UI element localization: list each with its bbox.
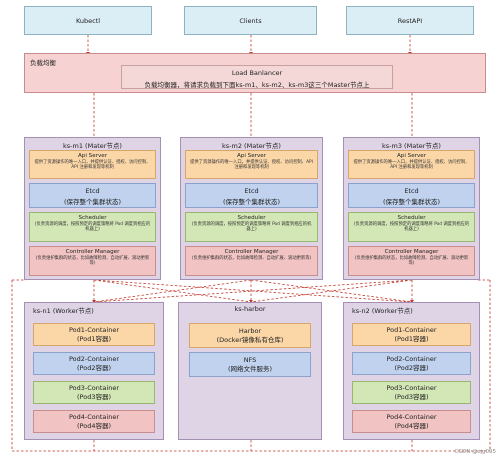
api-server-name: Api Server (236, 153, 267, 159)
pod-container-box: Pod3-Container (Pod3容器) (33, 381, 155, 404)
harbor-name: Harbor (238, 327, 262, 335)
pod-name: Pod1-Container (386, 326, 437, 334)
master-node-ks-m3: ks-m3 (Mater节点) Api Server 提供了资源操作的唯一入口，… (343, 137, 480, 280)
pod-container-box: Pod3-Container (Pod3容器) (352, 381, 471, 404)
pod-sub: (Pod4容器) (77, 422, 111, 430)
pod-sub: (Pod2容器) (77, 364, 111, 372)
pod-container-box: Pod1-Container (Pod1容器) (33, 323, 155, 346)
etcd-name: Etcd (244, 187, 259, 195)
master-node-ks-m1: ks-m1 (Mater节点) Api Server 提供了资源操作的唯一入口，… (24, 137, 161, 280)
controller-manager-box: Controller Manager (负责维护集群的状态，比如故障检测、自动扩… (348, 246, 475, 276)
controller-manager-desc: (负责维护集群的状态，比如故障检测、自动扩展、滚动更新等) (354, 256, 469, 267)
api-server-box: Api Server 提供了资源操作的唯一入口，并提供认证、授权、访问控制、AP… (29, 150, 156, 179)
nfs-name: NFS (243, 356, 257, 364)
pod-name: Pod4-Container (386, 413, 437, 421)
etcd-name: Etcd (85, 187, 100, 195)
scheduler-name: Scheduler (237, 215, 266, 221)
pod-sub: (Pod3容器) (394, 393, 429, 401)
watermark: CSDN @zjg095 (454, 449, 496, 455)
controller-manager-name: Controller Manager (384, 249, 439, 255)
harbor-node: ks-harbor Harbor (Docker镜像私有仓库) NFS (网络文… (178, 302, 322, 440)
controller-manager-name: Controller Manager (65, 249, 120, 255)
pod-container-box: Pod2-Container (Pod2容器) (352, 352, 471, 375)
api-server-name: Api Server (396, 153, 427, 159)
etcd-desc: (保存整个集群状态) (63, 198, 122, 206)
scheduler-desc: (负责资源的调度，按照预定的调度策略将 Pod 调度到相应的机器上) (353, 222, 470, 233)
etcd-name: Etcd (404, 187, 419, 195)
load-balancer-section-title: 负载均衡 (30, 59, 56, 67)
api-server-desc: 提供了资源操作的唯一入口，并提供认证、授权、访问控制、API 注册和发现等机制 (190, 160, 313, 171)
pod-name: Pod1-Container (68, 326, 120, 334)
scheduler-box: Scheduler (负责资源的调度，按照预定的调度策略将 Pod 调度到相应的… (348, 212, 475, 242)
pod-sub: (Pod1容器) (394, 335, 429, 343)
worker-node-title: ks-n2 (Worker节点) (352, 307, 413, 315)
scheduler-desc: (负责资源的调度，按照预定的调度策略将 Pod 调度到相应的机器上) (191, 222, 312, 233)
master-node-title: ks-m3 (Mater节点) (382, 142, 441, 150)
controller-manager-desc: (负责维护集群的状态，比如故障检测、自动扩展、滚动更新等) (35, 256, 150, 267)
etcd-box: Etcd (保存整个集群状态) (29, 183, 156, 208)
etcd-box: Etcd (保存整个集群状态) (348, 183, 475, 208)
pod-container-box: Pod2-Container (Pod2容器) (33, 352, 155, 375)
load-balancer-section: 负载均衡 Load Banlancer 负载均衡器，将请求负载到下面ks-m1、… (24, 53, 486, 93)
master-node-ks-m2: ks-m2 (Mater节点) Api Server 提供了资源操作的唯一入口，… (180, 137, 323, 280)
load-balancer-box: Load Banlancer 负载均衡器，将请求负载到下面ks-m1、ks-m2… (121, 65, 393, 89)
client-kubectl: Kubectl (24, 6, 152, 35)
harbor-box: Harbor (Docker镜像私有仓库) (189, 323, 311, 348)
pod-name: Pod3-Container (386, 384, 437, 392)
client-clients: Clients (184, 6, 317, 35)
pod-container-box: Pod4-Container (Pod4容器) (33, 410, 155, 433)
api-server-box: Api Server 提供了资源操作的唯一入口，并提供认证、授权、访问控制、AP… (185, 150, 318, 179)
pod-name: Pod4-Container (68, 413, 120, 421)
nfs-box: NFS (网络文件服务) (189, 352, 311, 377)
scheduler-desc: (负责资源的调度，按照预定的调度策略将 Pod 调度到相应的机器上) (34, 222, 151, 233)
client-label: Kubectl (75, 16, 101, 25)
pod-container-box: Pod1-Container (Pod1容器) (352, 323, 471, 346)
master-node-title: ks-m2 (Mater节点) (222, 142, 281, 150)
worker-node-ks-n2: ks-n2 (Worker节点) Pod1-Container (Pod1容器)… (343, 302, 480, 440)
etcd-box: Etcd (保存整个集群状态) (185, 183, 318, 208)
client-restapi: RestAPI (346, 6, 474, 35)
load-balancer-name: Load Banlancer (231, 69, 283, 77)
pod-sub: (Pod3容器) (77, 393, 111, 401)
pod-container-box: Pod4-Container (Pod4容器) (352, 410, 471, 433)
api-server-desc: 提供了资源操作的唯一入口，并提供认证、授权、访问控制、API 注册和发现等机制 (353, 160, 470, 171)
master-node-title: ks-m1 (Mater节点) (63, 142, 122, 150)
pod-name: Pod3-Container (68, 384, 120, 392)
scheduler-name: Scheduler (397, 215, 426, 221)
pod-sub: (Pod4容器) (394, 422, 429, 430)
api-server-box: Api Server 提供了资源操作的唯一入口，并提供认证、授权、访问控制、AP… (348, 150, 475, 179)
harbor-sub: (Docker镜像私有仓库) (216, 336, 284, 344)
controller-manager-box: Controller Manager (负责维护集群的状态，比如故障检测、自动扩… (29, 246, 156, 276)
harbor-node-title: ks-harbor (234, 305, 266, 313)
nfs-sub: (网络文件服务) (227, 365, 273, 373)
etcd-desc: (保存整个集群状态) (222, 198, 281, 206)
load-balancer-description: 负载均衡器，将请求负载到下面ks-m1、ks-m2、ks-m3这三个Master… (144, 81, 370, 89)
controller-manager-desc: (负责维护集群的状态，比如故障检测、自动扩展、滚动更新等) (191, 256, 312, 261)
etcd-desc: (保存整个集群状态) (382, 198, 441, 206)
controller-manager-box: Controller Manager (负责维护集群的状态，比如故障检测、自动扩… (185, 246, 318, 276)
scheduler-box: Scheduler (负责资源的调度，按照预定的调度策略将 Pod 调度到相应的… (185, 212, 318, 242)
controller-manager-name: Controller Manager (224, 249, 279, 255)
pod-sub: (Pod1容器) (77, 335, 111, 343)
scheduler-name: Scheduler (78, 215, 107, 221)
pod-sub: (Pod2容器) (394, 364, 429, 372)
pod-name: Pod2-Container (386, 355, 437, 363)
scheduler-box: Scheduler (负责资源的调度，按照预定的调度策略将 Pod 调度到相应的… (29, 212, 156, 242)
worker-node-ks-n1: ks-n1 (Worker节点) Pod1-Container (Pod1容器)… (24, 302, 164, 440)
client-label: Clients (239, 16, 262, 25)
api-server-desc: 提供了资源操作的唯一入口，并提供认证、授权、访问控制、API 注册和发现等机制 (34, 160, 151, 171)
client-label: RestAPI (397, 16, 423, 25)
worker-node-title: ks-n1 (Worker节点) (33, 307, 94, 315)
pod-name: Pod2-Container (68, 355, 120, 363)
api-server-name: Api Server (77, 153, 108, 159)
